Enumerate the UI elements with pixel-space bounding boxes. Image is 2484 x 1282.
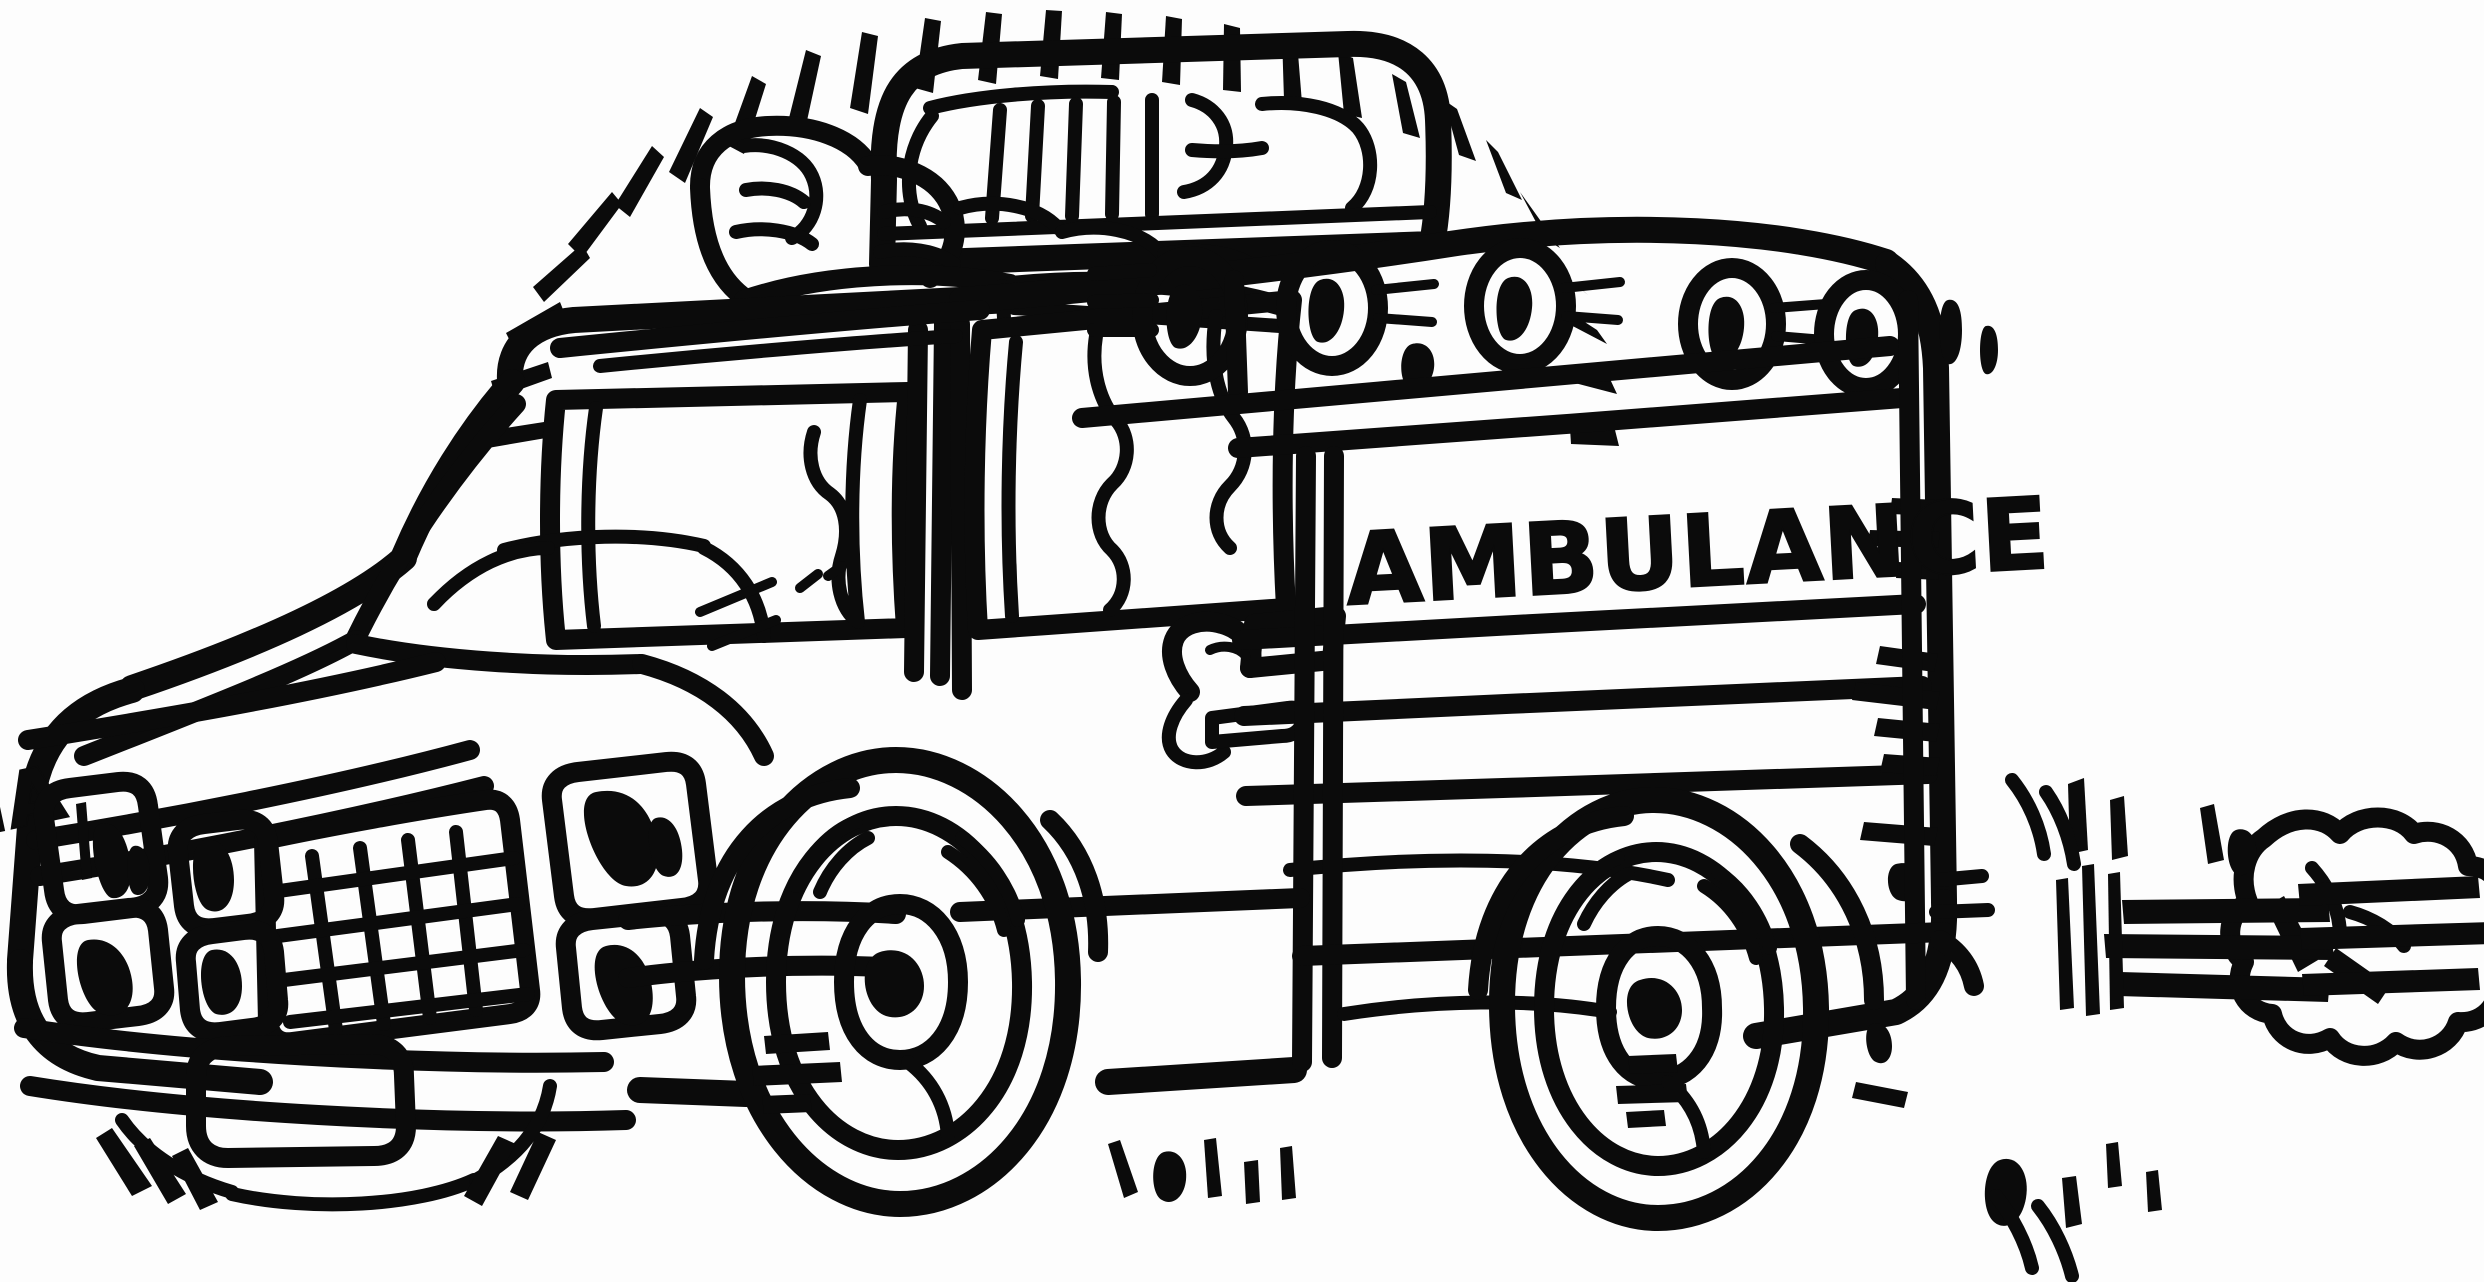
marker-light xyxy=(1678,258,1831,390)
cab-pillar xyxy=(904,314,972,700)
front-bumper xyxy=(14,1018,636,1212)
exhaust-pipe-hatch xyxy=(2056,864,2124,1016)
marker-light xyxy=(1276,240,1439,376)
front-wheel xyxy=(719,747,1082,1217)
speed-lines-trailing xyxy=(2298,876,2484,996)
cab-roof-edge xyxy=(550,300,990,373)
rear-motion-ticks xyxy=(1939,299,1998,375)
headlights xyxy=(33,751,719,1043)
rear-panel-detail xyxy=(1929,869,1995,996)
marker-light xyxy=(1464,238,1625,374)
rear-edge xyxy=(1898,290,1926,1010)
headlight-inner-left xyxy=(41,897,175,1033)
road-specks xyxy=(1108,773,2257,1282)
turn-signal-lower-left xyxy=(175,919,289,1043)
roof-lightbar xyxy=(869,30,1452,277)
wheel-arches xyxy=(694,778,1884,1010)
speed-lines xyxy=(2104,884,2484,1002)
marker-lights xyxy=(1087,238,1918,402)
turn-signal-left xyxy=(167,809,285,939)
rear-wheel xyxy=(1489,787,1908,1231)
